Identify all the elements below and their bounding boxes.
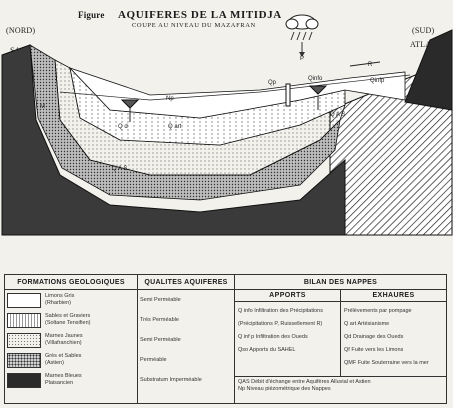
rain-cloud-icon [285,14,319,41]
footnotes: QAS Débit d'échange entre Aquifères Allu… [235,376,446,395]
sahel-substratum [1,44,346,236]
apport-item: (Précipitations P, Ruissellement R) [238,321,323,328]
well-pump-icon [285,83,291,107]
quality-item: Très Perméable [140,316,179,323]
limons-swatch [7,292,41,308]
qualites-header: QUALITES AQUIFERES [137,274,235,290]
qinfo-label: Qinfo [308,76,323,82]
m-label: M [40,104,45,110]
apport-item: Q info Infiltration des Précipitations [238,308,323,315]
formation-row: Grès et Sables(Astien) [7,350,135,370]
limons-gris-layer [69,67,406,119]
qas-bottom-label: Q A S [112,166,128,172]
sables-swatch [7,312,41,328]
exhaure-item: Q art Artésianisme [344,321,390,328]
quality-item: Substratum Imperméable [140,376,202,383]
cross-section-diagram [1,14,453,236]
oued-qinfo-marker [308,85,328,95]
exhaure-item: Qf Fuite vers les Limons [344,347,404,354]
exhaure-item: Qd Drainage des Oueds [344,334,404,341]
bilan-header: BILAN DES NAPPES [234,274,447,290]
quality-item: Semi Perméable [140,296,181,303]
footnote: QAS Débit d'échange entre Aquifères Allu… [238,379,371,385]
apports-header: APPORTS [235,290,340,302]
footnote: Np Niveau piézométrique des Nappes [238,385,331,392]
oued-qd-marker [120,99,140,109]
r-label: R [368,62,373,68]
qualites-column: Semi Perméable Très Perméable Semi Permé… [137,289,235,404]
qas-right-label: Q A S [330,112,346,118]
south-label: (SUD) [412,26,435,35]
exhaure-item: Prélèvements par pompage [344,308,412,315]
formation-row: Sables et Graviers(Soltane Tensifien) [7,310,135,330]
qart-label: Q art [168,124,182,130]
exhaures-section: EXHAURES Prélèvements par pompage Q art … [341,290,446,376]
qd-label: Q d [118,124,128,130]
figure-label: Figure [78,10,105,20]
bilan-column: APPORTS Q info Infiltration des Précipit… [234,289,447,404]
north-label: (NORD) [6,26,36,35]
legend-table: FORMATIONS GEOLOGIQUES QUALITES AQUIFERE… [4,274,447,404]
formations-header: FORMATIONS GEOLOGIQUES [4,274,138,290]
marnes-bleues-swatch [7,372,41,388]
gres-swatch [7,352,41,368]
precip-label: P [300,56,305,62]
quality-item: Perméable [140,356,167,363]
exhaure-item: QMF Fuite Souterraine vers la mer [344,360,429,367]
south-region-label: ATLAS [410,40,436,49]
formation-row: Marnes Jaunes(Villafranchien) [7,330,135,350]
np-label: Np [166,96,174,102]
formations-column: Limons Gris(Rharbien) Sables et Graviers… [4,289,138,404]
exhaures-header: EXHAURES [341,290,446,302]
quality-item: Semi Perméable [140,336,181,343]
piezometric-line [59,74,411,101]
qinfp-label: Qinfp [370,78,385,84]
apport-item: Q inf p Infiltration des Oueds [238,334,308,341]
qp-label: Qp [268,80,277,86]
apport-item: Qso Apports du SAHEL [238,347,296,354]
marnes-jaunes-swatch [7,332,41,348]
apports-section: APPORTS Q info Infiltration des Précipit… [235,290,341,376]
formation-row: Limons Gris(Rharbien) [7,290,135,310]
atlas-mountain [404,29,453,111]
subtitle: COUPE AU NIVEAU DU MAZAFRAN [132,22,256,29]
page-title: AQUIFERES DE LA MITIDJA [118,9,282,21]
